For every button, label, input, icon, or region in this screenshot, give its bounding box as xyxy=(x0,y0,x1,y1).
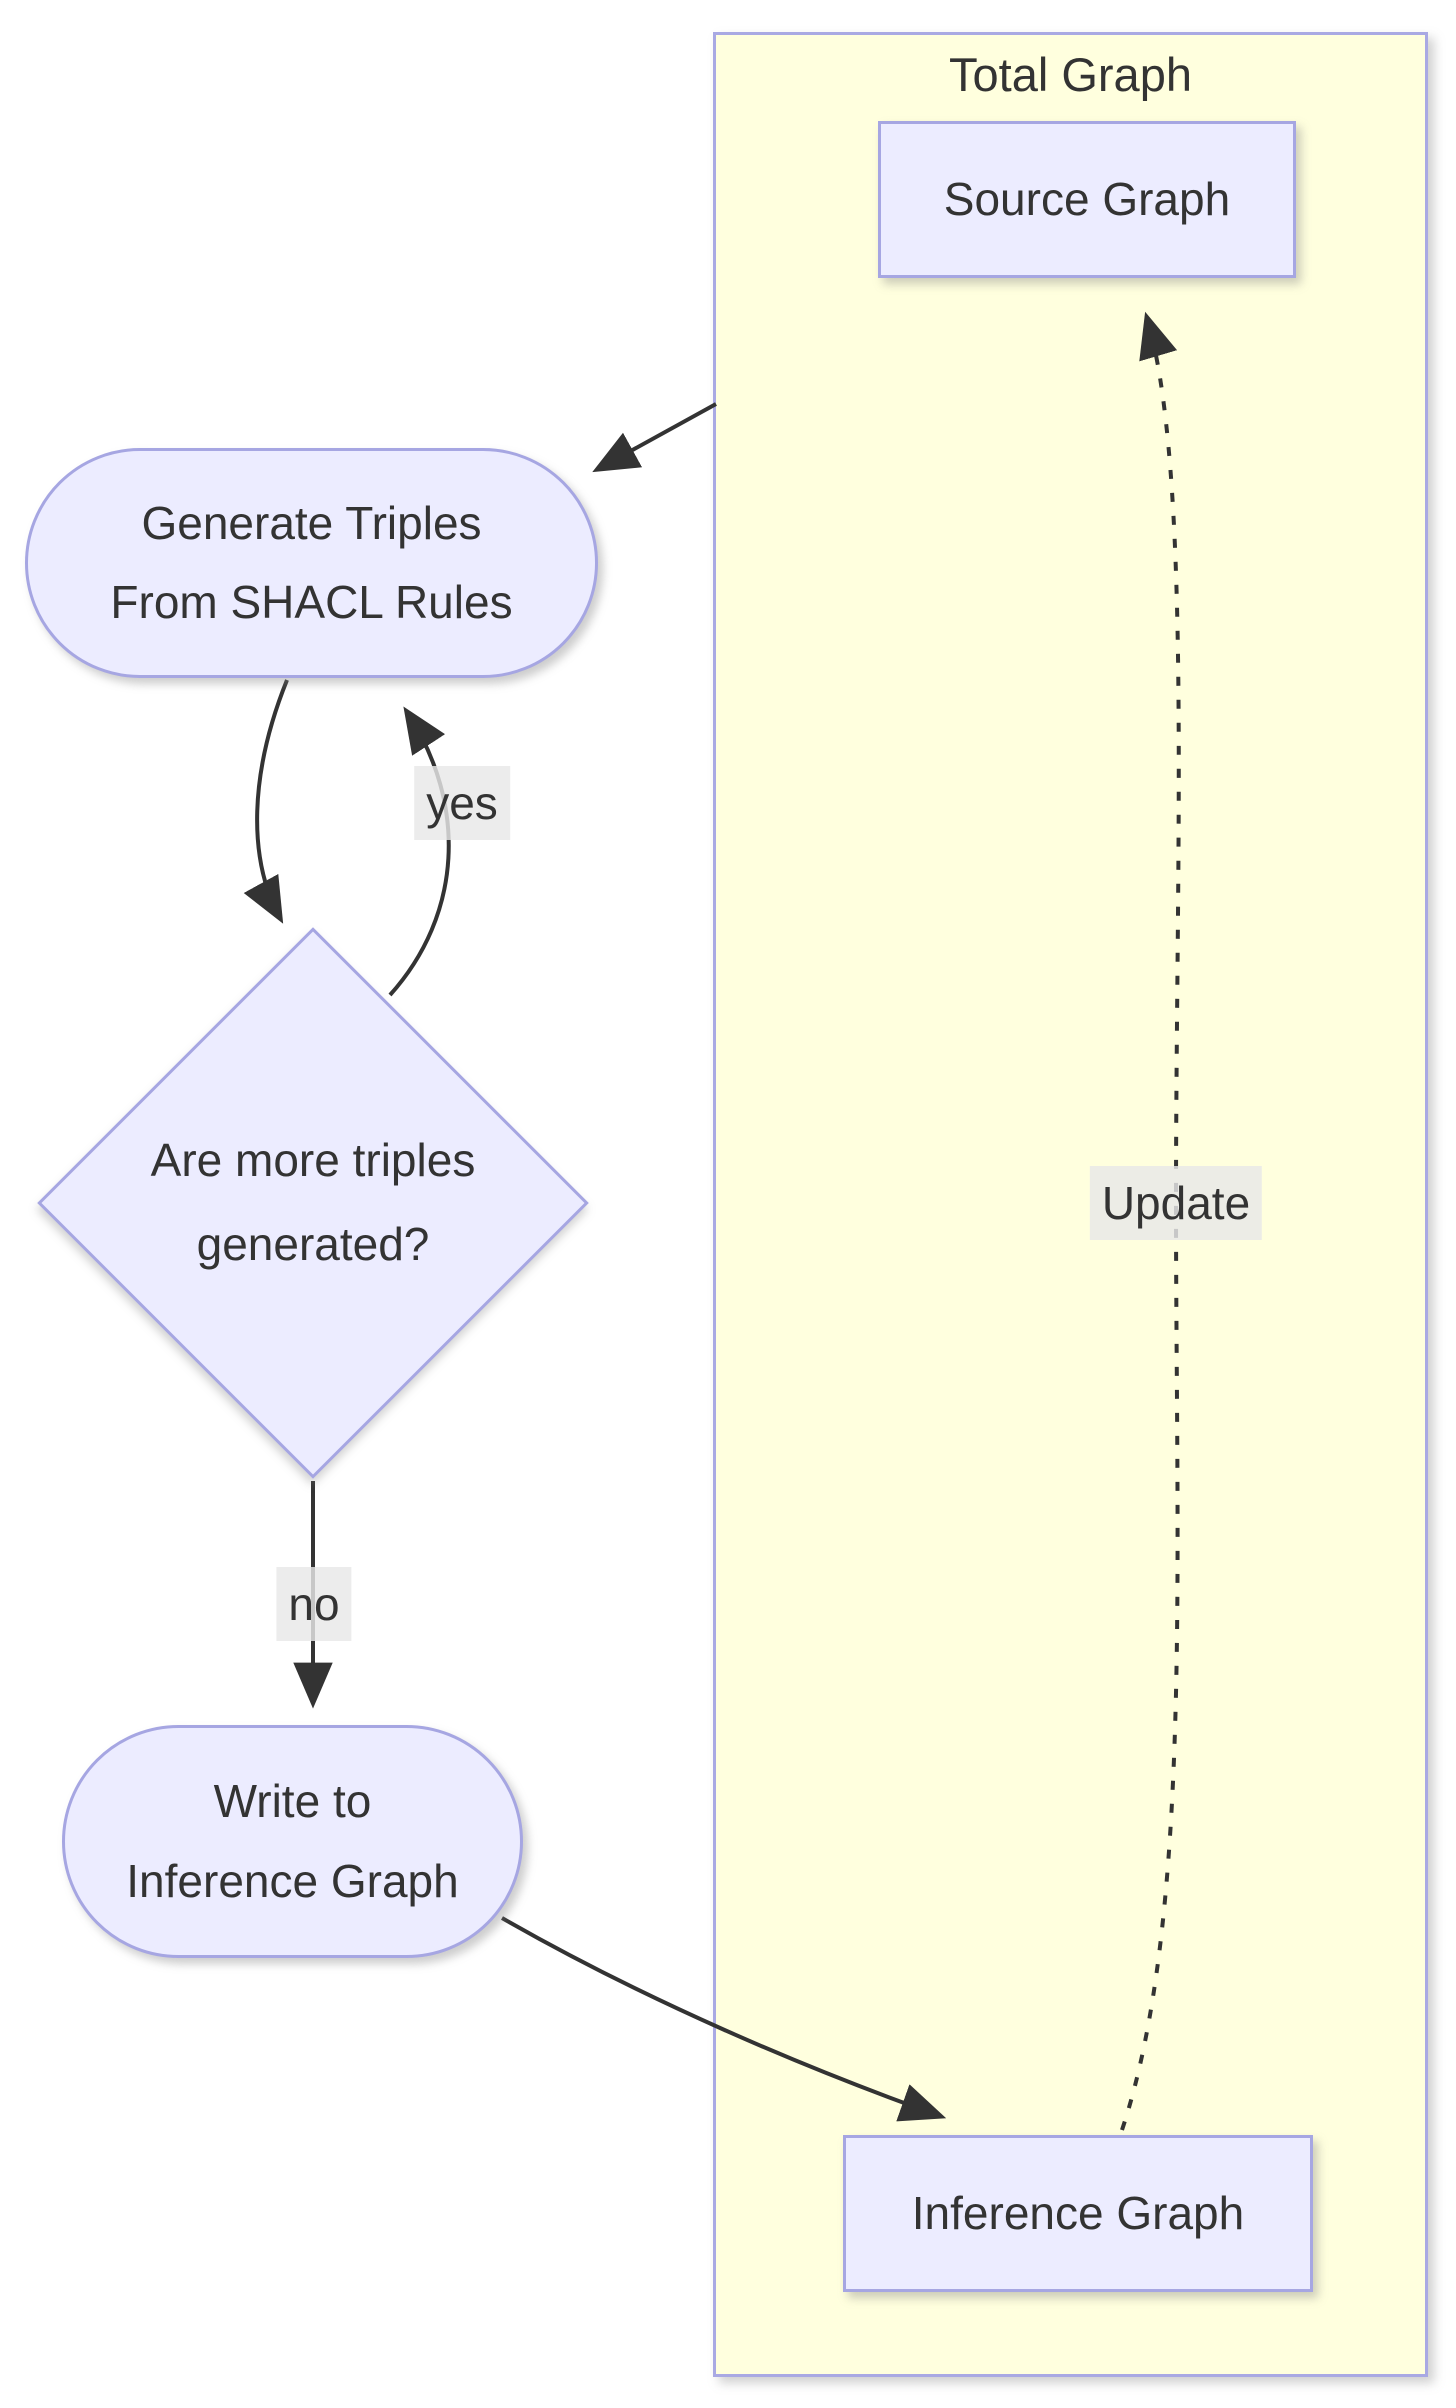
node-generate-triples: Generate Triples From SHACL Rules xyxy=(25,448,598,678)
node-source-graph-label: Source Graph xyxy=(943,172,1231,225)
node-write-inference-line1: Write to xyxy=(213,1775,372,1828)
edge-label-no: no xyxy=(276,1567,352,1641)
node-generate-triples-line1: Generate Triples xyxy=(141,496,482,549)
node-write-inference-line2: Inference Graph xyxy=(126,1854,459,1907)
node-inference-graph: Inference Graph xyxy=(843,2135,1313,2292)
node-source-graph: Source Graph xyxy=(878,121,1296,278)
edge-generate-to-decision xyxy=(243,679,289,924)
edge-decision-to-generate-yes xyxy=(388,706,451,997)
total-graph-container: Total Graph Source Graph Inference Graph xyxy=(713,32,1428,2377)
node-write-inference: Write to Inference Graph xyxy=(62,1725,523,1958)
node-decision-line2: generated? xyxy=(196,1218,430,1270)
edge-label-update: Update xyxy=(1089,1166,1263,1240)
edge-label-yes: yes xyxy=(414,766,510,840)
node-generate-triples-line2: From SHACL Rules xyxy=(110,576,513,628)
edge-container-to-generate xyxy=(592,402,717,473)
node-decision-label: Are more triples generated? xyxy=(63,1053,563,1353)
node-decision-line1: Are more triples xyxy=(150,1134,476,1187)
node-inference-graph-label: Inference Graph xyxy=(911,2186,1245,2239)
cluster-title: Total Graph xyxy=(949,48,1192,101)
